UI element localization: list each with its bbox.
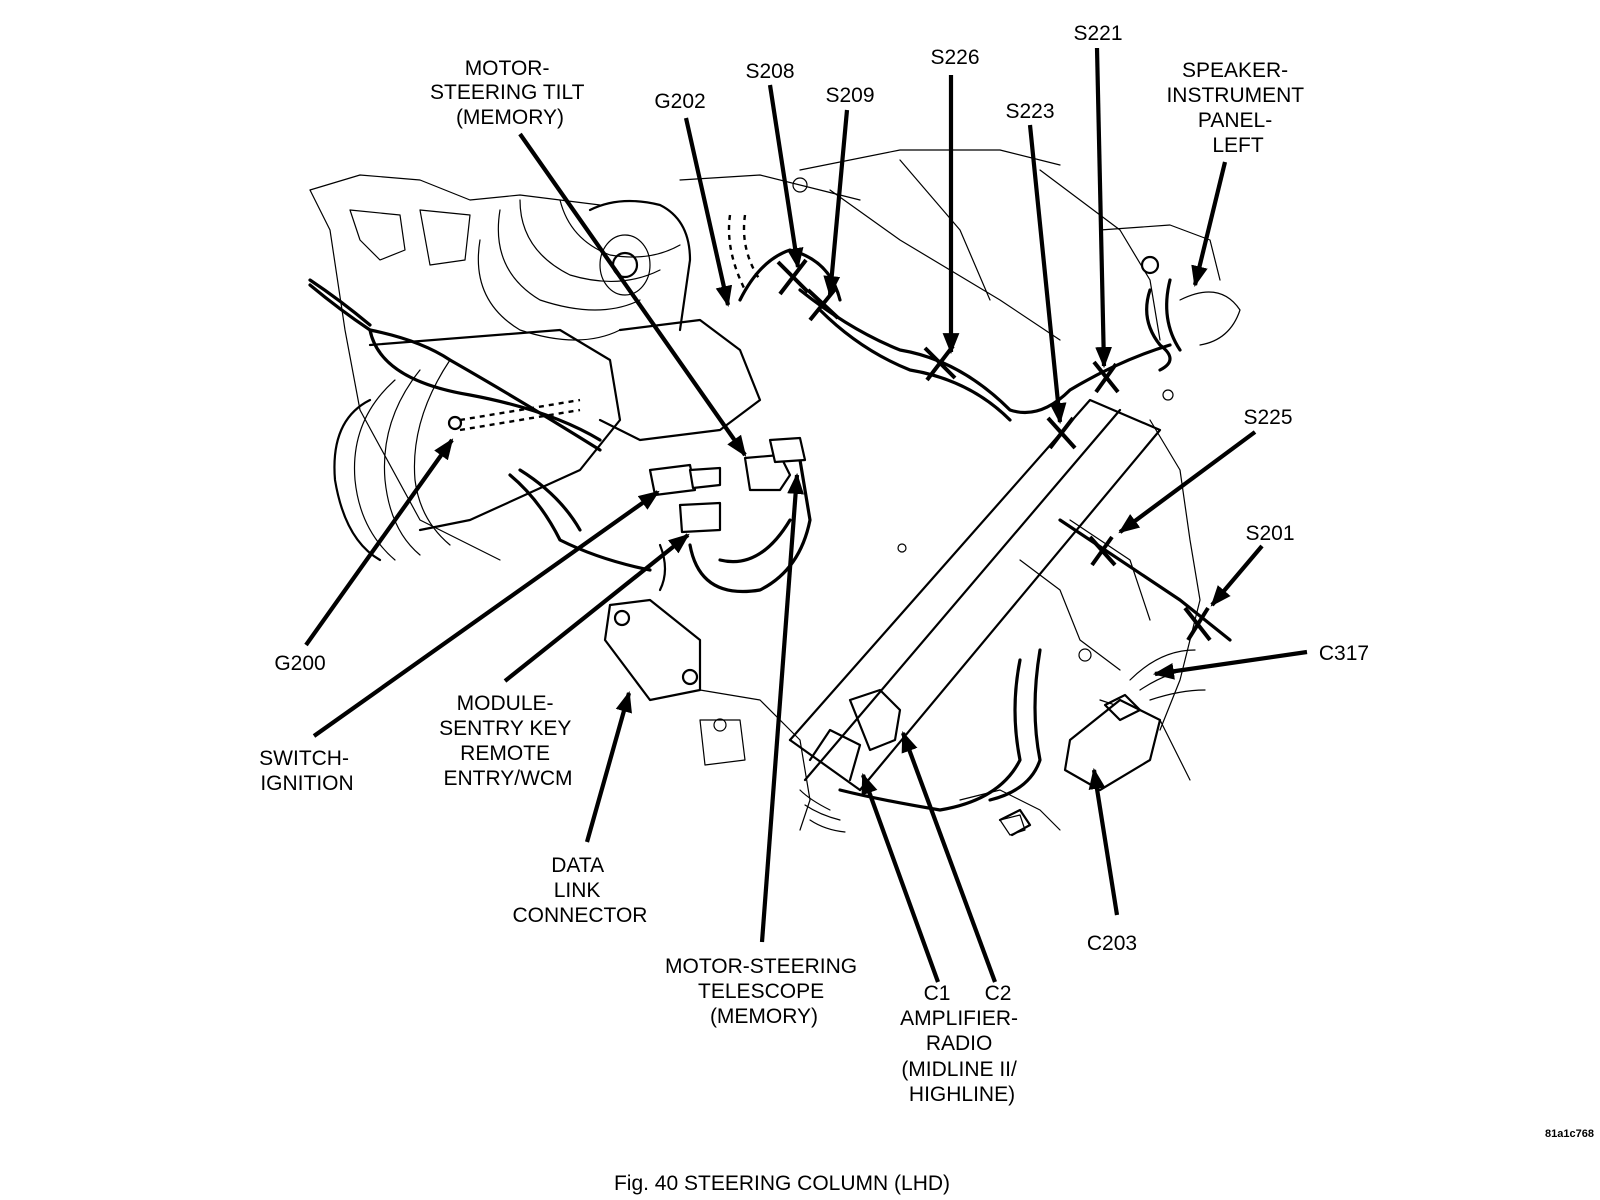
leader-g200 [304, 438, 454, 647]
leader-s208 [767, 84, 804, 270]
steering-column-boot [333, 199, 762, 562]
image-code: 81a1c768 [1545, 1128, 1594, 1140]
splice-mark-s208 [776, 258, 810, 296]
label-s208: S208 [745, 60, 794, 83]
callout-labels: MOTOR- STEERING TILT (MEMORY) G202 S208 … [259, 22, 1369, 1106]
label-data-link: DATA LINK CONNECTOR [513, 854, 648, 927]
column-connectors [648, 436, 807, 534]
label-s223: S223 [1005, 100, 1054, 123]
splice-mark-s209 [806, 286, 840, 322]
label-c203: C203 [1087, 932, 1137, 955]
c203-c317-connector-art [1063, 649, 1206, 792]
line-art [308, 149, 1241, 837]
label-speaker: SPEAKER- INSTRUMENT PANEL- LEFT [1166, 59, 1309, 157]
label-s221: S221 [1073, 22, 1122, 45]
leader-c203 [1088, 767, 1120, 916]
label-motor-tilt: MOTOR- STEERING TILT (MEMORY) [430, 57, 590, 129]
splice-mark-s221 [1092, 360, 1120, 394]
leader-s221 [1094, 47, 1112, 369]
leader-s209 [823, 109, 850, 298]
label-module-sentry: MODULE- SENTRY KEY REMOTE ENTRY/WCM [439, 692, 577, 790]
ground-symbol [998, 808, 1032, 837]
leader-motor-telescope [759, 472, 804, 943]
label-s226: S226 [930, 46, 979, 69]
leader-s223 [1027, 124, 1067, 425]
leader-data-link [584, 690, 632, 843]
leader-lines [304, 47, 1308, 983]
label-g200: G200 [274, 652, 325, 675]
leader-c1 [861, 773, 940, 983]
label-s201: S201 [1245, 522, 1294, 545]
speaker-outline [1179, 291, 1241, 346]
leader-speaker [1191, 161, 1228, 288]
label-g202: G202 [654, 90, 705, 113]
splice-mark-s225 [1088, 535, 1117, 567]
label-c1: C1 [924, 982, 951, 1005]
label-amplifier: AMPLIFIER- RADIO (MIDLINE II/ HIGHLINE) [900, 1007, 1024, 1106]
leader-g202 [683, 117, 733, 308]
leader-module-sentry [503, 533, 690, 683]
label-s225: S225 [1243, 406, 1292, 429]
data-link-connector-art [603, 543, 702, 702]
amplifier-radio-module-art [788, 398, 1162, 833]
leader-s225 [1118, 430, 1257, 534]
figure-caption: Fig. 40 STEERING COLUMN (LHD) [614, 1172, 950, 1195]
splice-marks [776, 258, 1212, 642]
leader-c317 [1152, 649, 1308, 680]
label-c317: C317 [1319, 642, 1369, 665]
leader-motor-tilt [518, 132, 747, 457]
label-s209: S209 [825, 84, 874, 107]
label-switch-ignition: SWITCH- IGNITION [259, 747, 355, 795]
leader-switch-ignition [312, 490, 660, 738]
splice-mark-s201 [1183, 606, 1212, 642]
leader-s201 [1210, 544, 1264, 607]
leader-c2 [901, 731, 997, 983]
label-c2: C2 [985, 982, 1012, 1005]
label-motor-telescope: MOTOR-STEERING TELESCOPE (MEMORY) [665, 955, 863, 1028]
splice-mark-s223 [1046, 416, 1077, 450]
